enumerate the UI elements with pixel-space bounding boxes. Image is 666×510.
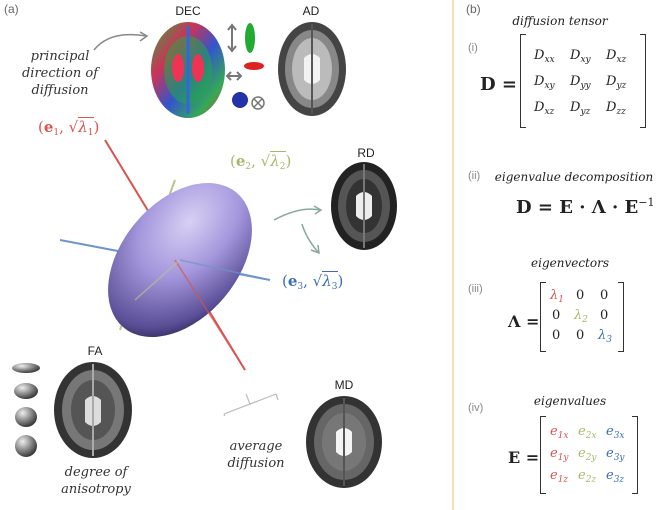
matrix-cell: 0 <box>600 288 609 303</box>
matrix-cell: e2x <box>578 424 597 441</box>
matrix-cell: 0 <box>576 328 585 343</box>
eigenvalues-title: eigenvalues <box>533 394 607 408</box>
matrix-cell: e3x <box>606 424 625 441</box>
Lambda-lhs: Λ = <box>508 312 540 331</box>
matrix-cell: λ3 <box>598 328 612 345</box>
degree-of-anisotropy-text: degree of anisotropy <box>61 465 131 497</box>
matrix-cell: Dxz <box>534 100 555 117</box>
panel-b-label: (b) <box>466 2 481 16</box>
E-lhs: E = <box>508 448 540 467</box>
ad-brain-image <box>278 22 346 116</box>
dec-direction-legend <box>226 23 265 110</box>
eigenvalue-decomposition-title: eigenvalue decomposition <box>494 170 654 184</box>
average-diffusion-bracket <box>223 393 279 416</box>
e1-lambda1-label: (e1, √λ1) <box>38 117 100 138</box>
section-i-number: (i) <box>468 42 478 54</box>
fa-brain-image <box>54 362 132 458</box>
section-ii-number: (ii) <box>468 170 481 182</box>
matrix-cell: Dxy <box>570 48 591 65</box>
matrix-cell: λ1 <box>550 288 564 305</box>
matrix-cell: Dyz <box>606 74 627 91</box>
eigenvector-cells: λ1 0 0 0 λ2 0 0 0 λ3 <box>540 282 622 352</box>
matrix-cell: 0 <box>576 288 585 303</box>
eigenvalue-matrix <box>540 416 638 494</box>
ad-title: AD <box>302 4 320 18</box>
matrix-cell: e3z <box>606 468 625 485</box>
eigenvalue-cells: e1x e2x e3x e1y e2y e3y e1z e2z e3z <box>540 416 636 494</box>
eigenvector-matrix <box>540 282 624 352</box>
fa-title: FA <box>87 344 103 358</box>
section-iv-number: (iv) <box>468 402 484 414</box>
tensor-ellipsoid-diagram <box>60 139 271 371</box>
eigenvectors-title: eigenvectors <box>531 256 609 270</box>
matrix-cell: e2z <box>578 468 597 485</box>
e3-lambda3-label: (e3, √λ3) <box>282 271 344 292</box>
dec-brain-image <box>151 22 225 118</box>
matrix-cell: Dzz <box>606 100 626 117</box>
matrix-cell: 0 <box>552 308 561 323</box>
dec-title: DEC <box>175 4 201 18</box>
section-iii-number: (iii) <box>468 283 483 295</box>
average-diffusion-text: average diffusion <box>227 439 285 471</box>
matrix-cell: Dxy <box>534 74 555 91</box>
decomposition-equation: D = E · Λ · E−1 <box>516 196 655 218</box>
matrix-cell: e1y <box>550 446 569 463</box>
md-title: MD <box>334 378 354 392</box>
matrix-cell: 0 <box>600 308 609 323</box>
md-brain-image <box>306 396 382 488</box>
panel-a-label: (a) <box>4 2 19 16</box>
matrix-cell: e1z <box>550 468 569 485</box>
D-lhs: D = <box>480 74 517 95</box>
diffusion-tensor-cells: Dxx Dxy Dxz Dxy Dyy Dyz Dxz Dyz Dzz <box>520 34 644 128</box>
e2-lambda2-label: (e2, √λ2) <box>230 151 292 172</box>
rd-arrows <box>273 205 323 255</box>
matrix-cell: e1x <box>550 424 569 441</box>
principal-direction-arrow <box>93 31 149 51</box>
diffusion-tensor-matrix <box>520 34 646 128</box>
principal-direction-text: principal direction of diffusion <box>21 49 99 98</box>
rd-brain-image <box>331 162 397 250</box>
diffusion-tensor-title: diffusion tensor <box>512 14 608 28</box>
panel-divider <box>452 0 454 510</box>
matrix-cell: 0 <box>552 328 561 343</box>
rd-title: RD <box>357 146 375 160</box>
matrix-cell: Dyy <box>570 74 591 91</box>
matrix-cell: λ2 <box>574 308 588 325</box>
matrix-cell: Dxz <box>606 48 627 65</box>
matrix-cell: Dyz <box>570 100 591 117</box>
fa-ellipsoid-legend <box>12 363 40 457</box>
matrix-cell: Dxx <box>534 48 555 65</box>
matrix-cell: e3y <box>606 446 625 463</box>
matrix-cell: e2y <box>578 446 597 463</box>
